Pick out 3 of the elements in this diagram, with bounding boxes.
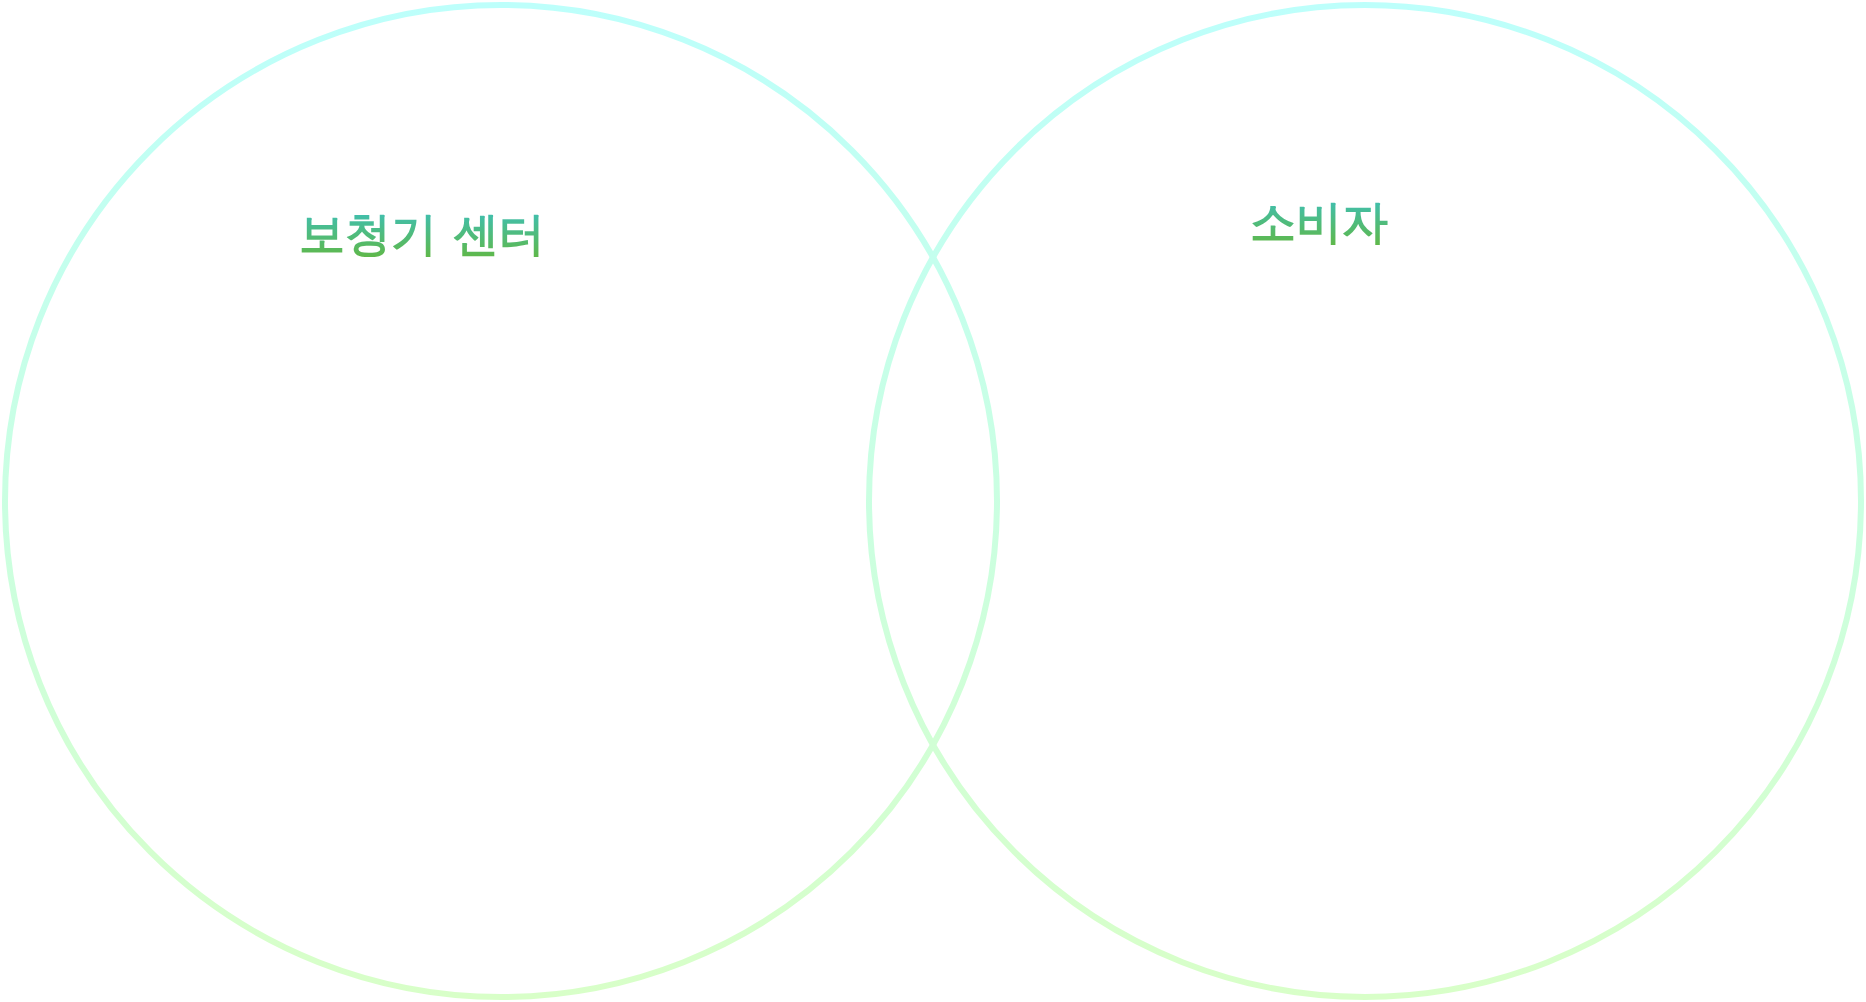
circle-label: 소비자 bbox=[1250, 199, 1388, 245]
venn-circle bbox=[3, 3, 999, 999]
venn-circle bbox=[867, 3, 1863, 999]
